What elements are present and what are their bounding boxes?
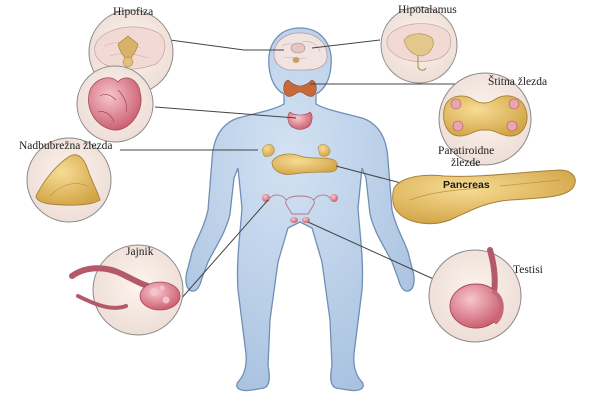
thymus-gland — [287, 111, 313, 130]
line-testisi — [307, 221, 441, 283]
uterus — [285, 195, 315, 215]
fallopian-tubes — [269, 194, 331, 201]
label-jajnik: Jajnik — [126, 246, 154, 258]
line-hipofiza — [169, 39, 284, 51]
body-silhouette — [185, 27, 415, 392]
inset-thymus — [76, 65, 154, 143]
testis-left — [290, 217, 298, 223]
inset-testisi — [428, 247, 522, 343]
ovary-right — [330, 194, 338, 202]
label-hipotalamus: Hipotalamus — [398, 4, 457, 16]
label-stitna: Štitna žlezda — [488, 76, 548, 88]
adrenal-right — [317, 144, 331, 157]
inset-hipotalamus — [380, 6, 458, 84]
testis-right — [302, 217, 310, 223]
label-hipofiza: Hipofiza — [113, 6, 154, 18]
line-thymus — [154, 106, 297, 119]
inset-jajnik — [69, 244, 184, 336]
ovary-left — [262, 194, 270, 202]
inset-pancreas — [392, 169, 576, 225]
label-paratiroidne-line1: Paratiroidne — [438, 145, 495, 157]
thyroid-gland — [283, 79, 317, 97]
hypothalamus-gland — [290, 42, 306, 54]
label-pancreas: Pancreas — [443, 179, 490, 191]
pancreas-gland — [271, 153, 338, 175]
inset-paratiroidne — [438, 72, 532, 166]
label-nadbubrezna: Nadbubrežna žlezda — [19, 140, 113, 152]
pituitary-gland — [292, 57, 300, 63]
line-jajnik — [179, 199, 269, 301]
label-paratiroidne-line2: žlezde — [451, 157, 481, 169]
inset-nadbubrezna — [26, 137, 112, 223]
human-body — [185, 27, 415, 392]
adrenal-left — [261, 144, 275, 157]
label-testisi: Testisi — [513, 264, 543, 276]
line-hipotalamus — [311, 39, 381, 49]
